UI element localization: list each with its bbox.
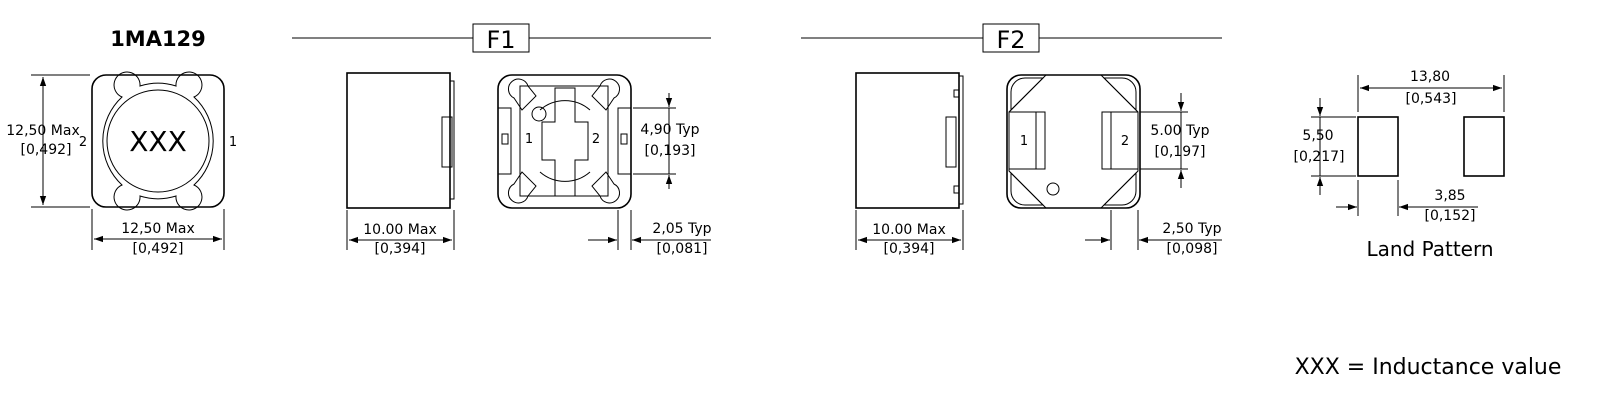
f1-terminal-height-mm: 4,90 Typ xyxy=(640,122,699,138)
f1-side-view-body xyxy=(346,72,451,209)
f1-side-width-mm: 10.00 Max xyxy=(363,222,436,238)
variant-f2: F2 10.00 Max [0,394] 1 2 5.00 Typ [0,1 xyxy=(801,23,1222,257)
f1-corner-clip-tl xyxy=(507,78,537,111)
f2-terminal-width-mm: 2,50 Typ xyxy=(1162,221,1221,237)
f1-label: F1 xyxy=(486,26,515,54)
f1-corner-clip-br xyxy=(591,171,621,204)
f1-side-terminal xyxy=(441,116,453,168)
f2-side-width-in: [0,394] xyxy=(883,241,934,257)
f1-left-terminal xyxy=(497,107,512,175)
f1-bottom-view-body xyxy=(497,74,632,209)
f1-terminal-height-in: [0,193] xyxy=(644,143,695,159)
f2-pin-right: 2 xyxy=(1121,134,1129,149)
f1-pin-right: 2 xyxy=(592,132,600,147)
f2-side-terminal xyxy=(945,116,957,168)
f2-core-outline xyxy=(1008,74,1139,209)
part-title: 1MA129 xyxy=(110,27,206,51)
land-pad-height-in: [0,217] xyxy=(1293,149,1344,165)
f2-label: F2 xyxy=(996,26,1025,54)
f2-label-box xyxy=(982,23,1040,53)
top-view-width-mm: 12,50 Max xyxy=(121,221,194,237)
top-view-pin-left: 2 xyxy=(79,135,87,150)
top-view-width-in: [0,492] xyxy=(132,241,183,257)
f1-side-terminal-strip xyxy=(449,80,455,200)
f2-terminal-height-in: [0,197] xyxy=(1154,144,1205,160)
f1-core-frame xyxy=(519,85,609,197)
f1-terminal-width-mm: 2,05 Typ xyxy=(652,221,711,237)
land-pattern: 13,80 [0,543] 5,50 [0,217] 3,85 [0,152] … xyxy=(1293,69,1505,261)
f1-label-box xyxy=(472,23,530,53)
f1-corner-clip-bl xyxy=(507,171,537,204)
f2-pin1-marker xyxy=(1046,182,1060,196)
f2-terminal-width-in: [0,098] xyxy=(1166,241,1217,257)
variant-f1: F1 10.00 Max [0,394] 1 2 4,90 Typ xyxy=(292,23,712,257)
land-pad-height-mm: 5,50 xyxy=(1302,128,1333,144)
land-pad-left xyxy=(1357,116,1399,177)
top-view-body xyxy=(91,74,225,208)
f1-corner-clip-tr xyxy=(591,78,621,111)
top-view-core-circle xyxy=(106,89,210,193)
land-pattern-label: Land Pattern xyxy=(1366,237,1493,261)
marking-text: XXX xyxy=(129,125,187,158)
f2-right-terminal xyxy=(1101,111,1139,170)
f1-center-cross xyxy=(541,87,589,197)
land-overall-mm: 13,80 xyxy=(1410,69,1450,85)
land-overall-in: [0,543] xyxy=(1405,91,1456,107)
f2-left-terminal xyxy=(1008,111,1046,170)
top-view-height-in: [0,492] xyxy=(20,142,71,158)
top-view: 1MA129 XXX 2 1 12,50 Max [0,492] 12,50 M… xyxy=(6,27,237,257)
f1-side-width-in: [0,394] xyxy=(374,241,425,257)
f1-pin1-marker xyxy=(531,106,547,122)
f2-side-view-body xyxy=(855,72,960,209)
f2-side-terminal-strip xyxy=(958,75,964,205)
land-pad-width-mm: 3,85 xyxy=(1434,188,1465,204)
top-view-height-mm: 12,50 Max xyxy=(6,123,79,139)
f2-pin-left: 1 xyxy=(1020,134,1028,149)
legend-note: XXX = Inductance value xyxy=(1295,355,1562,380)
f2-terminal-height-mm: 5.00 Typ xyxy=(1150,123,1209,139)
f1-right-terminal xyxy=(617,107,632,175)
top-view-core-outline xyxy=(102,71,214,211)
land-pad-width-in: [0,152] xyxy=(1424,208,1475,224)
f1-terminal-width-in: [0,081] xyxy=(656,241,707,257)
f2-side-width-mm: 10.00 Max xyxy=(872,222,945,238)
land-pad-right xyxy=(1463,116,1505,177)
f1-pin-left: 1 xyxy=(525,132,533,147)
top-view-pin-right: 1 xyxy=(229,135,237,150)
